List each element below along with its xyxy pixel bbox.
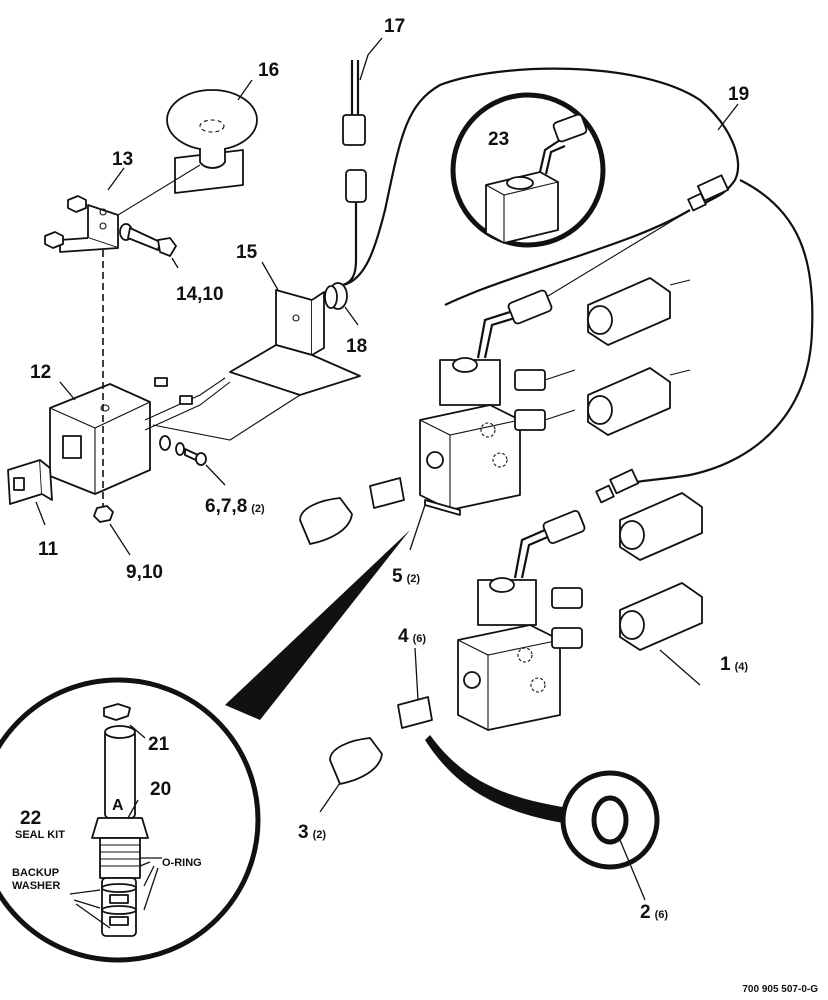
mounting-bracket: [152, 289, 361, 441]
main-cable-branch: [444, 209, 691, 306]
callout-23: 23: [488, 129, 509, 150]
callout-19: 19: [728, 84, 749, 105]
lower-couplers: [619, 492, 703, 651]
callout-22-seal-kit: SEAL KIT: [15, 829, 65, 841]
coil-detail-circle: [450, 92, 606, 248]
callout-2: 2(6): [640, 902, 668, 923]
upper-couplers: [587, 277, 691, 436]
backup-washer-label-2: WASHER: [12, 880, 60, 892]
grommet: [324, 282, 348, 310]
callout-3: 3(2): [298, 822, 326, 843]
cable-connector-upper: [687, 174, 730, 212]
lower-fittings: [329, 587, 583, 785]
backup-washer-label-1: BACKUP: [12, 867, 59, 879]
sensor-cable-17: [342, 60, 367, 287]
sensor-bracket: [44, 164, 201, 253]
leader-lines: [35, 37, 739, 901]
magnet-disc: [166, 89, 258, 194]
bolt: [119, 223, 177, 257]
callout-9-10: 9,10: [126, 562, 163, 583]
callout-20: 20: [150, 779, 171, 800]
nut: [93, 505, 114, 523]
callout-11: 11: [38, 539, 59, 560]
lower-valve: [457, 509, 586, 731]
oring-detail: [425, 735, 660, 870]
cable-connector-lower: [595, 468, 640, 504]
rocker-switch: [7, 459, 53, 505]
callout-6-7-8: 6,7,8(2): [205, 496, 265, 517]
callout-12: 12: [30, 362, 51, 383]
callout-4: 4(6): [398, 626, 426, 647]
oring-label: O-RING: [162, 857, 202, 869]
upper-valve: [419, 209, 691, 516]
callout-5: 5(2): [392, 566, 420, 587]
switch-box: [49, 250, 231, 520]
main-cable: [342, 67, 740, 287]
callout-16: 16: [258, 60, 279, 81]
screw-set: [159, 435, 207, 466]
upper-fittings: [299, 369, 576, 545]
callout-14-10: 14,10: [176, 284, 224, 305]
callout-21: 21: [148, 734, 170, 755]
cartridge-detail: [0, 530, 410, 963]
callout-1: 1(4): [720, 654, 748, 675]
callout-17: 17: [384, 16, 405, 37]
callout-13: 13: [112, 149, 133, 170]
callout-15: 15: [236, 242, 258, 263]
drawing-number: 700 905 507-0-G: [742, 984, 818, 995]
cartridge-letter: A: [112, 797, 124, 814]
callout-22: 22: [20, 808, 41, 829]
callout-18: 18: [346, 336, 367, 357]
main-cable-right: [627, 179, 814, 486]
